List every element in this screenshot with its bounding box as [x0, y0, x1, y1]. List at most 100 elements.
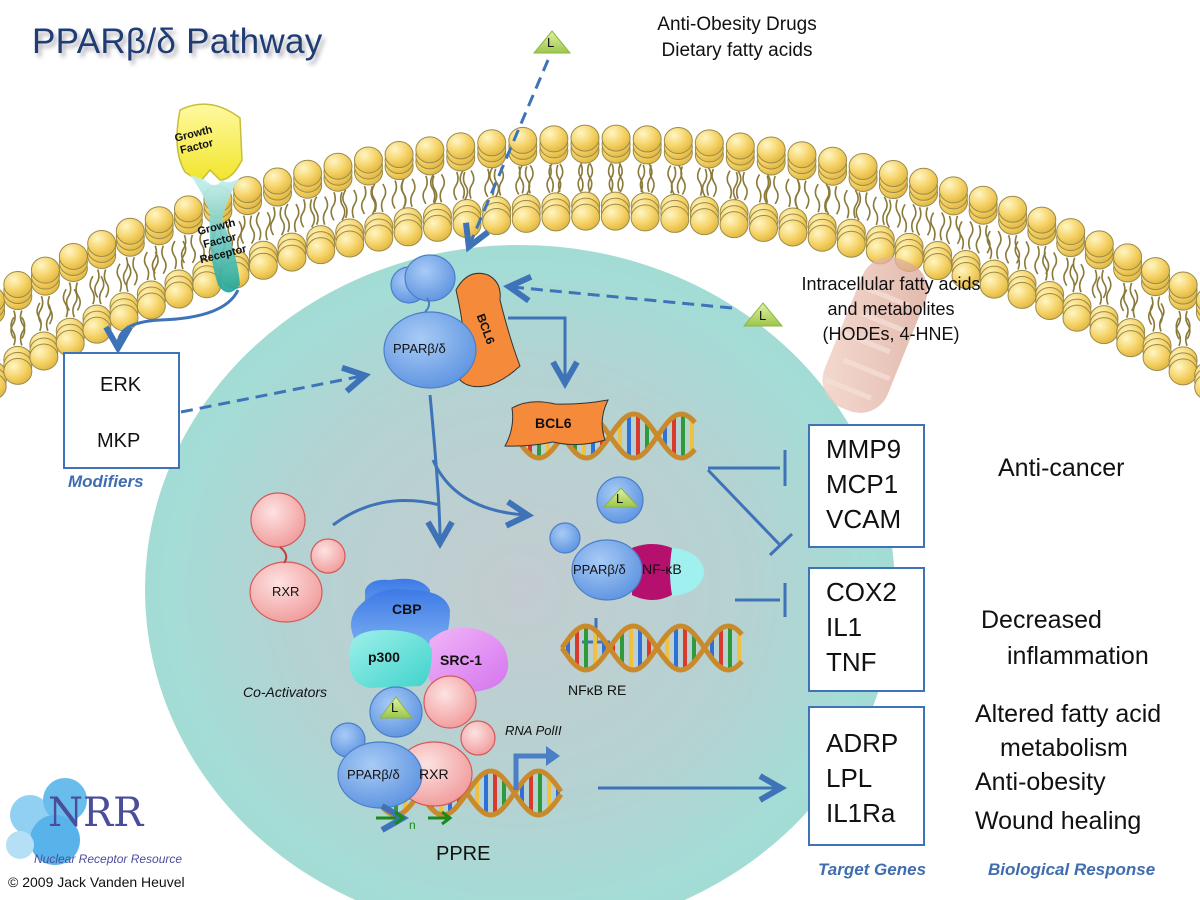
lipid-tail: [975, 224, 991, 254]
ligand-to-ppar-arrow: [470, 59, 550, 244]
lipid-tail: [1175, 310, 1191, 340]
lipid-head: [909, 167, 939, 195]
lipid-head: [422, 214, 452, 242]
lipid-head: [384, 141, 414, 169]
lipid-tail: [670, 166, 686, 195]
ligand-label: L: [391, 700, 399, 715]
lipid-tail: [342, 189, 358, 219]
lipid-tail: [180, 234, 196, 264]
target-genes-label: Target Genes: [818, 860, 927, 879]
lipid-head: [923, 253, 953, 281]
lipid-head: [938, 176, 968, 204]
lipid-tail: [872, 196, 888, 226]
lipid-tail: [696, 167, 713, 196]
lipid-tail: [65, 282, 81, 311]
pathway-arrows: [118, 59, 794, 788]
lipid-head: [998, 195, 1028, 223]
lipid-head: [3, 271, 33, 299]
lipid-tail: [391, 180, 407, 209]
lipid-tail: [122, 256, 138, 286]
lipid-head: [1168, 358, 1198, 386]
lipid-tail: [89, 275, 105, 305]
lipid-head: [446, 132, 476, 160]
logo-initials: NRR: [48, 790, 144, 836]
lipid-head: [144, 206, 174, 234]
ppar-nfkb-label: PPARβ/δ: [573, 562, 626, 577]
response-inflammation: inflammation: [1007, 642, 1149, 670]
dna-strand: [559, 623, 744, 673]
response-metabolism: metabolism: [1000, 734, 1128, 762]
nfkb-re-label: NFκB RE: [568, 682, 627, 698]
lipid-head: [787, 141, 817, 169]
lipid-head: [630, 204, 660, 232]
lipid-head: [115, 217, 145, 245]
dna-strand: [559, 623, 744, 673]
lipid-head: [725, 132, 755, 160]
intracellular-ligand-sources: Intracellular fatty acids and metabolite…: [801, 274, 981, 344]
lipid-head: [277, 244, 307, 272]
coactivator-cbp: CBP: [392, 601, 422, 617]
ppar-label: PPARβ/δ: [393, 341, 446, 356]
lipid-head: [335, 230, 365, 258]
lipid-tail: [843, 189, 859, 219]
lipid-head: [30, 256, 60, 284]
rxr-ppre-label: RXR: [419, 766, 449, 782]
lipid-head: [541, 204, 571, 232]
lipid-tail: [269, 206, 286, 236]
lipid-tail: [284, 203, 300, 233]
lipid-tail: [360, 185, 377, 215]
lipid-tail: [930, 212, 946, 241]
lipid-tail: [459, 170, 475, 199]
nfkb-label: NF-κB: [642, 561, 682, 577]
nrr-logo-graphic: [6, 778, 87, 865]
lipid-head: [482, 208, 512, 236]
lipid-tail: [255, 211, 271, 241]
lipid-tail: [116, 263, 132, 293]
lipid-tail: [1091, 269, 1107, 299]
ppre-complex: [330, 675, 560, 824]
lipid-head: [82, 316, 112, 344]
lipid-head: [1062, 304, 1092, 332]
lipid-head: [136, 292, 166, 320]
ppar-bcl6-complex: [383, 254, 521, 389]
lipid-tail: [453, 171, 469, 201]
lipid-head: [393, 219, 423, 247]
response-fatty-acid: Altered fatty acid: [975, 700, 1162, 728]
lipid-head: [29, 343, 59, 371]
ligand-label: L: [616, 491, 624, 506]
lipid-head: [109, 304, 139, 332]
lipid-tail: [37, 295, 53, 325]
lipid-tail: [639, 164, 655, 194]
page-title: PPARβ/δ Pathway: [32, 22, 323, 61]
response-decreased: Decreased: [981, 606, 1102, 634]
ppar-ppre-label: PPARβ/δ: [347, 767, 400, 782]
response-wound-healing: Wound healing: [975, 807, 1142, 835]
lipid-head: [756, 136, 786, 164]
lipid-tail: [958, 221, 974, 250]
lipid-head: [1089, 317, 1119, 345]
rxr-arc: [332, 499, 441, 527]
spacer-n-label: n: [409, 818, 416, 832]
logo-name: Nuclear Receptor Resource: [34, 852, 183, 866]
lipid-head: [848, 152, 878, 180]
lipid-tail: [1120, 282, 1136, 312]
lipid-head: [1116, 330, 1146, 358]
lipid-tail: [732, 171, 748, 201]
lipid-tail: [763, 175, 779, 205]
lipid-head: [807, 224, 837, 252]
lipid-tail: [371, 183, 387, 213]
lipid-tail: [94, 269, 110, 298]
lipid-head: [778, 219, 808, 247]
lipid-tail: [429, 173, 446, 203]
lipid-tail: [901, 203, 917, 233]
lipid-head: [323, 152, 353, 180]
ligand-triangles: [378, 30, 784, 719]
lipid-tail: [330, 191, 346, 221]
ppar-to-nfkb-arrow: [431, 459, 525, 515]
lipid-head: [663, 126, 693, 154]
lipid-tail: [1063, 257, 1079, 287]
coactivators-label: Co-Activators: [243, 684, 328, 700]
lipid-tail: [1096, 276, 1112, 305]
lipid-tail: [1069, 263, 1085, 293]
dna-strand: [512, 411, 697, 461]
